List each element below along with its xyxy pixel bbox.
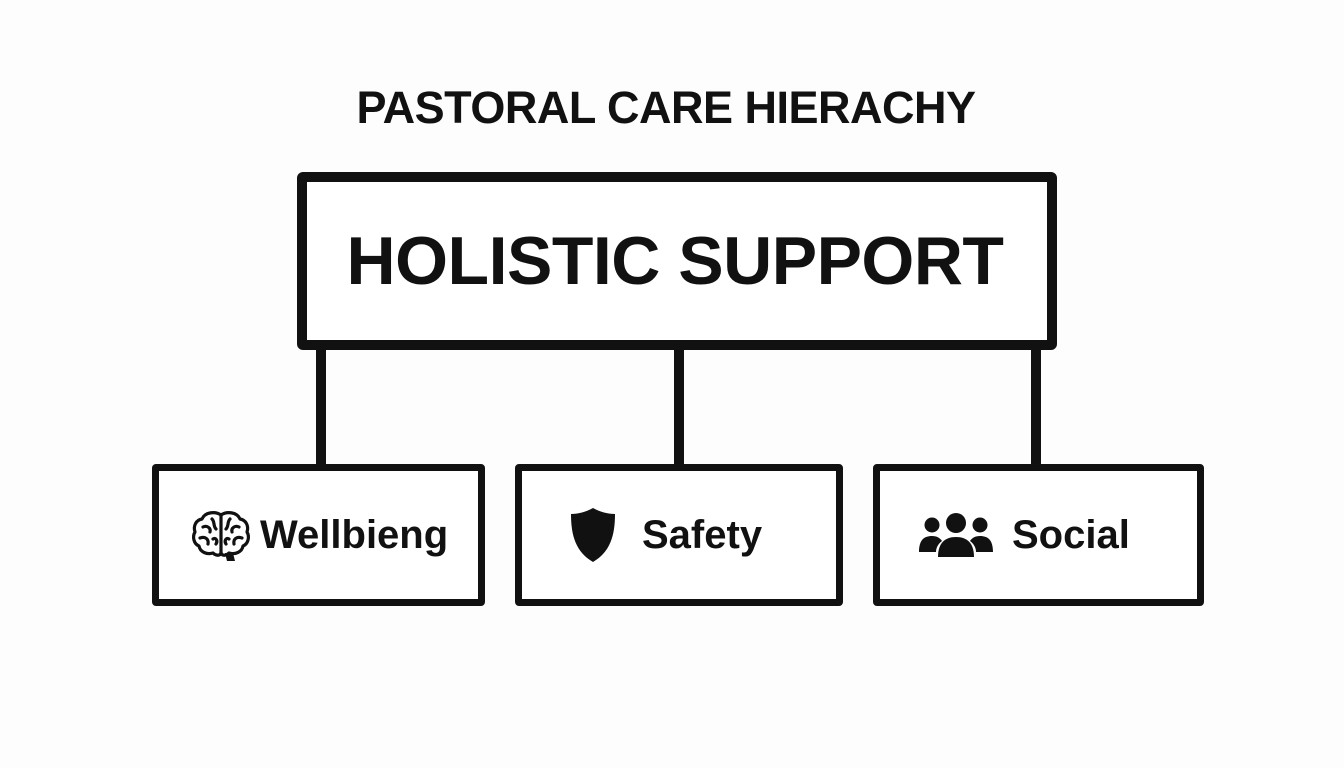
root-node: HOLISTIC SUPPORT [297, 172, 1057, 350]
child-node-social-label: Social [1012, 512, 1130, 557]
people-group-icon [918, 504, 994, 566]
child-node-wellbeing: Wellbieng [152, 464, 485, 606]
connector-wellbeing [316, 344, 326, 468]
diagram-title: PASTORAL CARE HIERACHY [356, 82, 976, 133]
brain-icon [190, 504, 252, 566]
connector-social [1031, 344, 1041, 468]
connector-safety [674, 344, 684, 468]
child-node-safety: Safety [515, 464, 843, 606]
root-node-label: HOLISTIC SUPPORT [346, 223, 1004, 299]
child-node-safety-label: Safety [642, 512, 763, 557]
child-node-social: Social [873, 464, 1204, 606]
child-node-wellbeing-label: Wellbieng [260, 512, 449, 557]
shield-icon [562, 504, 624, 566]
